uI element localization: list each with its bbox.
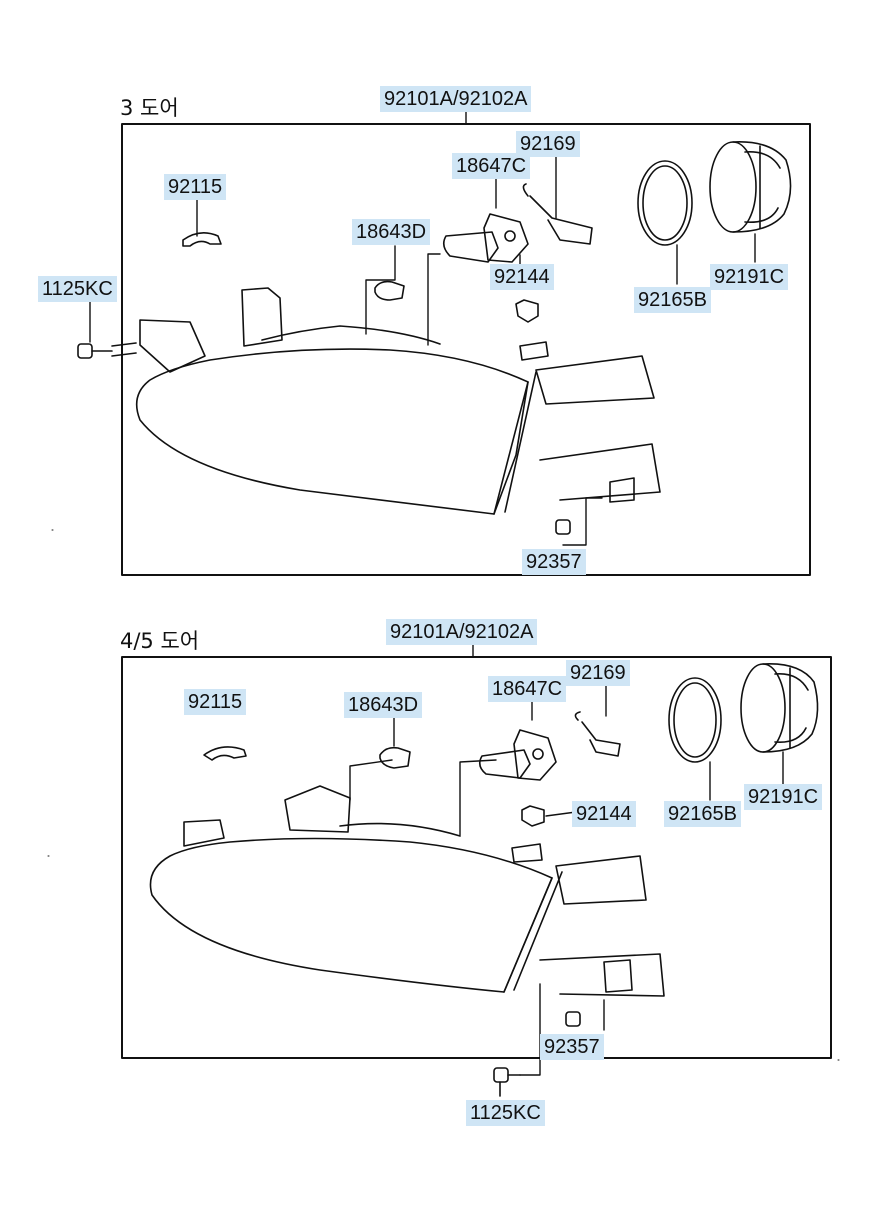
side-bulb-18643d-drawing — [374, 280, 405, 301]
panel-header-3-door: 3 도어 — [120, 96, 179, 120]
spring-92169-drawing — [522, 183, 593, 245]
head-bulb-18647c-drawing — [442, 213, 529, 263]
headlamp-housing-drawing — [135, 287, 661, 535]
panel-3-door — [77, 109, 811, 576]
panel-4-5-door — [121, 643, 832, 1097]
headlamp-housing-drawing — [149, 785, 665, 1027]
part-label-92115: 92115 — [184, 689, 247, 715]
bolt-1125kc-drawing — [493, 1067, 521, 1097]
leader-lines — [349, 643, 784, 1076]
clip-92115-drawing — [203, 746, 247, 761]
part-label-18643d: 18643D — [352, 219, 431, 245]
part-label-92144: 92144 — [572, 801, 636, 827]
part-label-92169: 92169 — [566, 660, 630, 686]
part-label-1125kc: 1125KC — [466, 1100, 545, 1126]
part-label-92165b: 92165B — [664, 801, 741, 827]
clip-92115-drawing — [182, 232, 222, 247]
panel-frame — [121, 656, 832, 1059]
part-label-92191c: 92191C — [710, 264, 789, 290]
nut-92144-drawing — [521, 805, 545, 827]
cap-92191c-drawing — [740, 663, 819, 753]
head-bulb-18647c-drawing — [478, 729, 557, 781]
scan-specks — [47, 529, 840, 1061]
part-label-92357: 92357 — [522, 549, 586, 575]
part-label-92169: 92169 — [516, 131, 580, 157]
part-label-18647c: 18647C — [488, 676, 567, 702]
part-label-18643d: 18643D — [344, 692, 423, 718]
gasket-92165b-drawing — [668, 677, 722, 763]
panel-header-4-5-door: 4/5 도어 — [120, 629, 200, 653]
gasket-92165b-drawing — [637, 160, 693, 246]
side-bulb-18643d-drawing — [379, 746, 411, 769]
part-label-assembly: 92101A/92102A — [380, 86, 532, 112]
nut-92144-drawing — [515, 299, 539, 323]
part-label-92357: 92357 — [540, 1034, 604, 1060]
part-label-92191c: 92191C — [744, 784, 823, 810]
cap-92191c-drawing — [709, 141, 792, 233]
part-label-18647c: 18647C — [452, 153, 531, 179]
part-label-1125kc: 1125KC — [38, 276, 117, 302]
part-label-92144: 92144 — [490, 264, 554, 290]
part-label-92165b: 92165B — [634, 287, 711, 313]
part-label-assembly: 92101A/92102A — [386, 619, 538, 645]
part-label-92115: 92115 — [164, 174, 227, 200]
bolt-1125kc-drawing — [77, 342, 137, 359]
spring-92169-drawing — [574, 711, 621, 757]
